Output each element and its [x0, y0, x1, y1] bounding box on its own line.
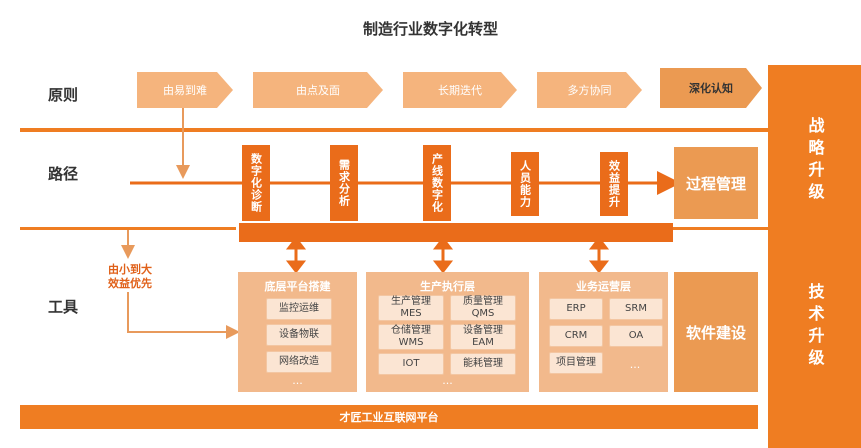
note-line-1: 由小到大: [108, 263, 152, 276]
panel-base-title: 底层平台搭建: [264, 280, 331, 293]
principle-2: 由点及面: [253, 72, 383, 108]
principle-5-label: 深化认知: [689, 82, 733, 95]
panel-base-platform: 底层平台搭建 监控运维 设备物联 网络改造 ...: [238, 272, 357, 392]
item-oa: OA: [609, 325, 663, 347]
item-crm: CRM: [549, 325, 603, 347]
software-build-label: 软件建设: [685, 323, 746, 342]
panel-exec-more: ...: [442, 374, 453, 387]
principle-3: 长期迭代: [403, 72, 517, 108]
note-text: 由小到大 效益优先: [100, 263, 160, 291]
path-base-bar: [239, 223, 673, 242]
stage-1-label: 数字化诊断: [249, 153, 263, 213]
item-srm: SRM: [609, 298, 663, 320]
item-device-iot: 设备物联: [266, 324, 332, 346]
item-project: 项目管理: [549, 352, 603, 374]
stage-2-label: 需求分析: [337, 159, 351, 207]
item-network: 网络改造: [266, 351, 332, 373]
divider-path-right: [672, 227, 768, 230]
process-management-label: 过程管理: [685, 174, 746, 193]
principle-5: 深化认知: [660, 68, 762, 108]
stage-3-label: 产线数字化: [430, 153, 444, 213]
item-energy: 能耗管理: [450, 353, 516, 375]
stage-2: 需求分析: [330, 145, 358, 221]
stage-1: 数字化诊断: [242, 145, 270, 221]
page-title: 制造行业数字化转型: [362, 20, 498, 38]
divider-path-left: [20, 227, 236, 230]
row-label-tool: 工具: [48, 298, 79, 316]
principle-3-label: 长期迭代: [438, 84, 482, 97]
process-management-box: 过程管理: [674, 147, 758, 219]
stage-5: 效益提升: [600, 152, 628, 216]
stage-3: 产线数字化: [423, 145, 451, 221]
stage-4: 人员能力: [511, 152, 539, 216]
panel-business-operations: 业务运营层 ERP SRM CRM OA 项目管理 ...: [539, 272, 668, 392]
panel-ops-title: 业务运营层: [576, 280, 631, 293]
row-label-principle: 原则: [48, 86, 79, 104]
software-build-box: 软件建设: [674, 272, 758, 392]
row-label-path: 路径: [48, 165, 79, 183]
note-line-2: 效益优先: [108, 277, 152, 290]
item-monitoring: 监控运维: [266, 298, 332, 320]
panel-ops-more: ...: [629, 358, 641, 371]
stage-5-label: 效益提升: [607, 160, 621, 208]
principle-4-label: 多方协同: [567, 84, 612, 97]
divider-principle: [20, 128, 768, 132]
strategy-upgrade: 战略升级: [805, 117, 825, 205]
principle-4: 多方协同: [537, 72, 642, 108]
platform-label: 才匠工业互联网平台: [339, 411, 439, 424]
principle-1-label: 由易到难: [163, 84, 207, 97]
stage-4-label: 人员能力: [518, 160, 532, 208]
tech-upgrade: 技术升级: [805, 283, 825, 371]
item-iot: IOT: [378, 353, 444, 375]
panel-exec-title: 生产执行层: [420, 280, 475, 293]
upgrade-column: 战略升级 技术升级: [768, 65, 861, 448]
platform-bar: 才匠工业互联网平台: [20, 405, 758, 429]
principle-2-label: 由点及面: [296, 84, 340, 97]
item-erp: ERP: [549, 298, 603, 320]
panel-base-more: ...: [292, 374, 303, 387]
principle-1: 由易到难: [137, 72, 233, 108]
